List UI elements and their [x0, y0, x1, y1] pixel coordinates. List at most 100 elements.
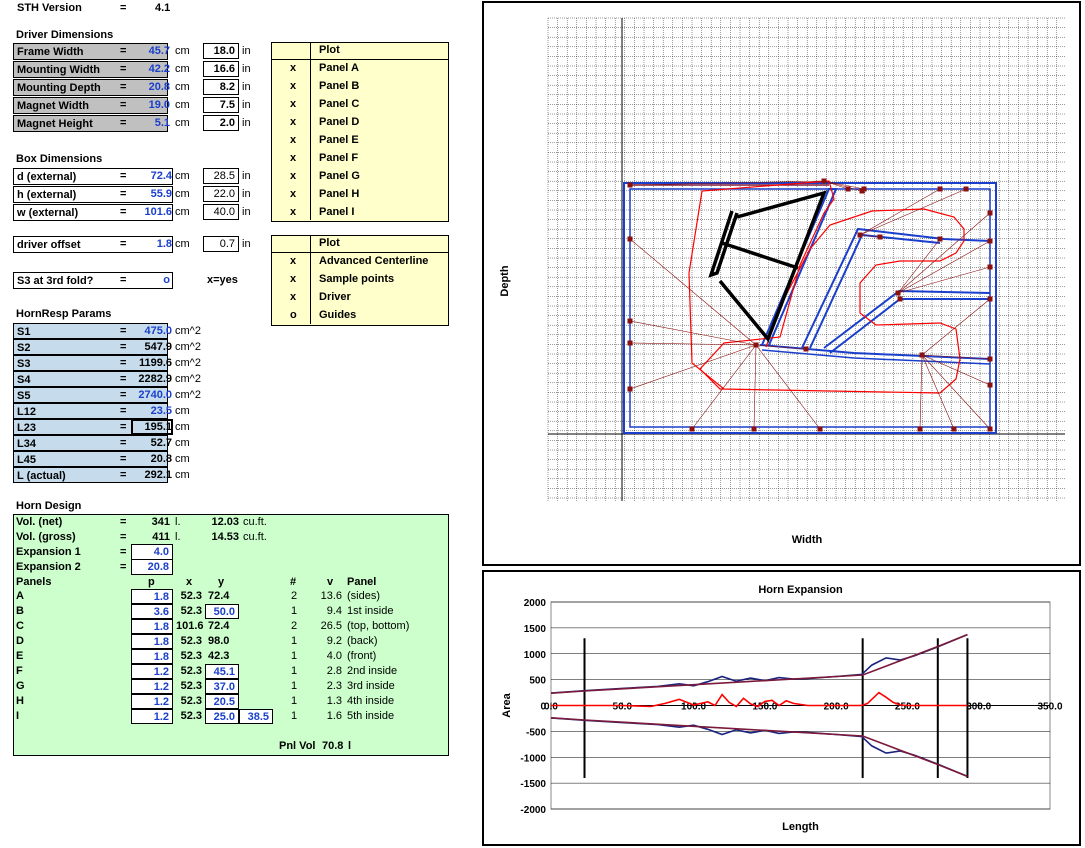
hornresp-row-value: 20.8: [150, 453, 172, 465]
horn-panel-y-input[interactable]: 37.0: [205, 679, 239, 694]
plot-toggle-mark[interactable]: x: [290, 80, 297, 92]
horn-panel-p-input[interactable]: 1.8: [131, 589, 173, 604]
horn-centerline: [699, 180, 965, 394]
hornresp-row-unit: cm: [175, 469, 190, 481]
sample-point: [753, 342, 759, 348]
horn-panel-volume: 2.8: [326, 665, 342, 677]
driver-row-cm-unit: cm: [175, 99, 190, 111]
expansion1-input[interactable]: 4.0: [131, 544, 173, 560]
horn-panel-p-input[interactable]: 3.6: [131, 604, 173, 619]
horn-panel-p-input[interactable]: 1.2: [131, 694, 173, 709]
expansion1-eq: =: [120, 546, 127, 558]
driver-row-in: 18.0: [203, 43, 239, 59]
driver-row-cm[interactable]: 20.8: [148, 81, 170, 93]
series-line: [550, 633, 968, 694]
plot-toggle-mark[interactable]: o: [290, 309, 297, 321]
sample-point: [803, 346, 809, 352]
p-header: p: [148, 576, 155, 588]
hornresp-row-value[interactable]: 23.5: [150, 405, 172, 417]
horn-panel-y-input[interactable]: 20.5: [205, 694, 239, 709]
horn-panel-p-input[interactable]: 1.8: [131, 619, 173, 634]
sample-ray: [921, 354, 991, 386]
horn-panel-count: 1: [291, 665, 298, 677]
y-tick-label: 1500: [524, 624, 547, 635]
s3-fold-input[interactable]: o: [163, 274, 170, 286]
sample-ray: [921, 354, 991, 430]
version-label: STH Version: [17, 2, 82, 14]
box-row-label: d (external): [13, 168, 173, 185]
series-line: [550, 717, 968, 778]
horn-panel-p-input[interactable]: 1.2: [131, 679, 173, 694]
box-row-cm[interactable]: 101.6: [144, 206, 172, 218]
panel-h-line-2: [761, 349, 991, 365]
hornresp-row-value[interactable]: 475.0: [144, 325, 172, 337]
horn-panel-extra-input[interactable]: 38.5: [239, 709, 273, 724]
horn-panel-p-input[interactable]: 1.8: [131, 634, 173, 649]
driver-row-cm[interactable]: 42.2: [148, 63, 170, 75]
box-row-in-unit: in: [242, 188, 251, 200]
sample-point: [987, 426, 993, 432]
plot-toggle-mark[interactable]: x: [290, 134, 297, 146]
v-header: v: [327, 576, 334, 588]
horn-panel-p-input[interactable]: 1.2: [131, 709, 173, 724]
x-tick-label: 50.0: [613, 702, 633, 713]
driver-row-label: Magnet Height: [13, 115, 168, 132]
horn-panel-count: 1: [291, 605, 298, 617]
plot-toggle-label: Driver: [319, 291, 351, 303]
box-row-cm[interactable]: 55.9: [150, 188, 172, 200]
horn-panel-desc: 1st inside: [347, 605, 394, 617]
driver-offset-label: driver offset: [13, 236, 173, 253]
driver-row-cm[interactable]: 45.7: [148, 45, 170, 57]
driver-row-cm[interactable]: 19.0: [148, 99, 170, 111]
sample-point: [987, 210, 993, 216]
plot-toggle-mark[interactable]: x: [290, 206, 297, 218]
driver-row-eq: =: [120, 45, 127, 57]
x-axis-label: Length: [782, 821, 819, 833]
sample-points: [627, 178, 993, 432]
horn-panel-p-input[interactable]: 1.8: [131, 649, 173, 664]
driver-row-cm[interactable]: 5.1: [154, 117, 170, 129]
horn-panel-x: 52.3: [180, 695, 202, 707]
pnl-vol-value: 70.8: [322, 740, 344, 752]
plot-toggle-mark[interactable]: x: [290, 152, 297, 164]
hornresp-row-unit: cm: [175, 405, 190, 417]
box-row-cm[interactable]: 72.4: [150, 170, 172, 182]
plot-toggle-mark[interactable]: x: [290, 188, 297, 200]
hornresp-row-eq: =: [120, 437, 127, 449]
horn-panel-volume: 13.6: [320, 590, 342, 602]
hornresp-row-label: L45: [13, 451, 168, 467]
horn-panel-p-input[interactable]: 1.2: [131, 664, 173, 679]
horn-panel-y: 42.3: [208, 650, 230, 662]
plot-toggle-mark[interactable]: x: [290, 98, 297, 110]
plot-panels-header-line: [271, 59, 448, 60]
count-header: #: [290, 576, 297, 588]
plot-toggle-label: Panel F: [319, 152, 359, 164]
box-row-in: 28.5: [203, 168, 239, 184]
hornresp-row-eq: =: [120, 341, 127, 353]
expansion2-input[interactable]: 20.8: [131, 559, 173, 575]
y-tick-label: 0: [540, 702, 546, 713]
box-outer-wall: [623, 182, 997, 434]
plot-toggle-mark[interactable]: x: [290, 291, 297, 303]
sample-ray: [629, 180, 825, 186]
horn-expansion-svg: Horn Expansion2000150010005000-500-1000-…: [501, 584, 1063, 833]
horn-panel-x: 52.3: [180, 635, 202, 647]
plot-toggle-mark[interactable]: x: [290, 273, 297, 285]
horn-panel-count: 1: [291, 680, 298, 692]
plot-panels-title: Plot: [319, 44, 340, 56]
hornresp-row-unit: cm^2: [175, 389, 201, 401]
hornresp-row-value[interactable]: 2740.0: [138, 389, 172, 401]
x-tick-label: 150.0: [752, 702, 777, 713]
horn-panel-y-input[interactable]: 45.1: [205, 664, 239, 679]
x-tick-label: 0.0: [544, 702, 558, 713]
plot-toggle-mark[interactable]: x: [290, 116, 297, 128]
plot-toggle-mark[interactable]: x: [290, 170, 297, 182]
horn-panel-y-input[interactable]: 50.0: [205, 604, 239, 619]
horn-panel-y-input[interactable]: 25.0: [205, 709, 239, 724]
plot-toggle-mark[interactable]: x: [290, 255, 297, 267]
sample-point: [627, 386, 633, 392]
plot-toggle-mark[interactable]: x: [290, 62, 297, 74]
driver-offset-cm[interactable]: 1.8: [156, 238, 172, 250]
expansion2-eq: =: [120, 561, 127, 573]
plot-options-divider: [310, 235, 311, 324]
